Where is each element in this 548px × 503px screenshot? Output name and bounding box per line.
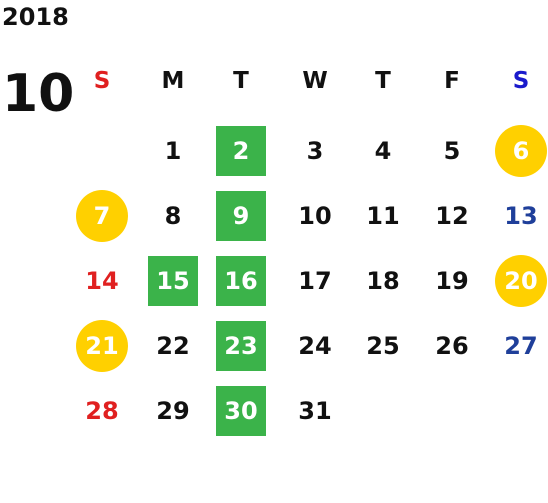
weekday-header-monday: M: [161, 67, 185, 94]
day-cell-26[interactable]: 26: [435, 332, 469, 360]
day-cell-8[interactable]: 8: [164, 202, 182, 230]
day-cell-9[interactable]: 9: [216, 191, 266, 241]
day-cell-19[interactable]: 19: [435, 267, 469, 295]
day-cell-6[interactable]: 6: [495, 125, 547, 177]
weekday-header-wednesday: W: [302, 67, 328, 94]
day-cell-18[interactable]: 18: [366, 267, 400, 295]
day-cell-13[interactable]: 13: [504, 202, 538, 230]
day-cell-28[interactable]: 28: [85, 397, 119, 425]
weekday-header-saturday: S: [512, 67, 530, 94]
calendar-month: 10: [2, 64, 75, 124]
weekday-header-friday: F: [444, 67, 460, 94]
day-cell-22[interactable]: 22: [156, 332, 190, 360]
day-cell-30[interactable]: 30: [216, 386, 266, 436]
day-cell-11[interactable]: 11: [366, 202, 400, 230]
day-cell-31[interactable]: 31: [298, 397, 332, 425]
weekday-header-tuesday: T: [233, 67, 249, 94]
day-cell-23[interactable]: 23: [216, 321, 266, 371]
day-cell-4[interactable]: 4: [374, 137, 392, 165]
day-cell-5[interactable]: 5: [443, 137, 461, 165]
day-cell-21[interactable]: 21: [76, 320, 128, 372]
day-cell-2[interactable]: 2: [216, 126, 266, 176]
day-cell-1[interactable]: 1: [164, 137, 182, 165]
day-cell-3[interactable]: 3: [306, 137, 324, 165]
day-cell-15[interactable]: 15: [148, 256, 198, 306]
calendar-year: 2018: [2, 3, 69, 31]
day-cell-10[interactable]: 10: [298, 202, 332, 230]
day-cell-12[interactable]: 12: [435, 202, 469, 230]
day-cell-25[interactable]: 25: [366, 332, 400, 360]
day-cell-16[interactable]: 16: [216, 256, 266, 306]
day-cell-14[interactable]: 14: [85, 267, 119, 295]
weekday-header-thursday: T: [375, 67, 391, 94]
day-cell-20[interactable]: 20: [495, 255, 547, 307]
day-cell-7[interactable]: 7: [76, 190, 128, 242]
weekday-header-sunday: S: [93, 67, 111, 94]
day-cell-27[interactable]: 27: [504, 332, 538, 360]
day-cell-29[interactable]: 29: [156, 397, 190, 425]
day-cell-24[interactable]: 24: [298, 332, 332, 360]
day-cell-17[interactable]: 17: [298, 267, 332, 295]
